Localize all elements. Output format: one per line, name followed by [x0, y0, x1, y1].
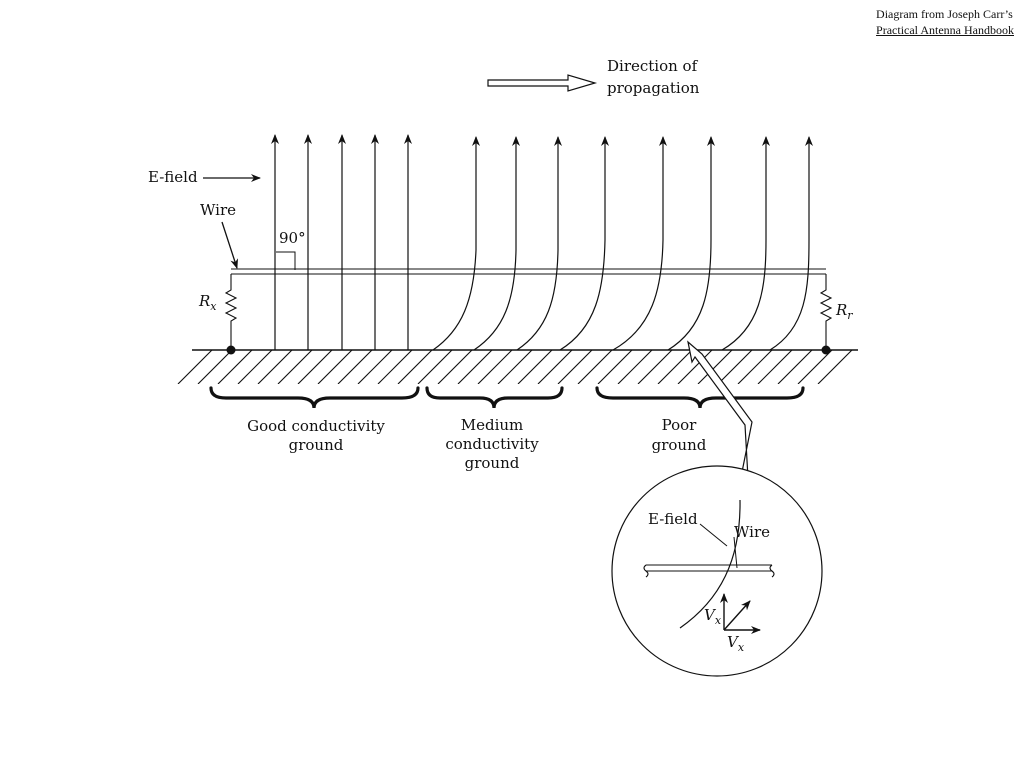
- source-credit: Diagram from Joseph Carr’s Practical Ant…: [876, 6, 1014, 38]
- inset-wire-leader: [733, 536, 738, 569]
- efield-line: [612, 136, 667, 351]
- region-braces: [209, 386, 805, 409]
- svg-text:Good conductivity: Good conductivity: [247, 417, 385, 435]
- right-angle-label: 90°: [279, 229, 306, 247]
- brace-medium-ground: [425, 386, 564, 409]
- efield-line: [769, 136, 813, 351]
- efield-line: [432, 136, 480, 351]
- right-angle-mark: [276, 251, 296, 270]
- inset-vectors: [720, 593, 761, 634]
- direction-label-line1: Direction of: [607, 57, 699, 75]
- inset-wire-label: Wire: [734, 523, 770, 541]
- direction-label-line2: propagation: [607, 79, 700, 97]
- svg-text:conductivity: conductivity: [445, 435, 539, 453]
- wire-label: Wire: [200, 201, 236, 219]
- rx-resistor: [224, 274, 238, 349]
- svg-text:Medium: Medium: [461, 416, 524, 434]
- efield-line: [516, 136, 562, 351]
- credit-line-1: Diagram from Joseph Carr’s: [876, 7, 1013, 21]
- wire-pointer-arrow: [221, 221, 239, 269]
- ground-terminal-left: [226, 345, 236, 355]
- inset-magnifier: E-field Wire Vx Vx: [611, 465, 823, 677]
- region-label-poor: Poor ground: [652, 416, 707, 454]
- propagation-arrow: [487, 74, 598, 92]
- rr-resistor: [819, 274, 833, 349]
- inset-vx-label-lower: Vx: [727, 633, 745, 654]
- inset-efield-label: E-field: [648, 510, 698, 528]
- brace-poor-ground: [595, 386, 805, 409]
- region-label-medium: Medium conductivity ground: [445, 416, 539, 472]
- svg-text:Poor: Poor: [662, 416, 698, 434]
- efield-lines-medium-ground: [432, 136, 562, 351]
- inset-wire: [643, 564, 775, 578]
- efield-lines-good-ground: [271, 134, 412, 350]
- brace-good-ground: [209, 386, 420, 409]
- svg-text:ground: ground: [652, 436, 707, 454]
- rr-label: Rr: [835, 301, 853, 322]
- inset-efield-leader: [699, 523, 728, 547]
- efield-line: [667, 136, 715, 351]
- efield-lines-poor-ground: [559, 136, 813, 351]
- efield-label: E-field: [148, 168, 198, 186]
- efield-line: [721, 136, 770, 351]
- svg-text:ground: ground: [465, 454, 520, 472]
- antenna-wire: [231, 268, 826, 275]
- efield-line: [473, 136, 520, 351]
- efield-line: [559, 136, 609, 351]
- svg-text:ground: ground: [289, 436, 344, 454]
- inset-vx-label-upper: Vx: [704, 606, 722, 627]
- callout-pointer: [687, 340, 753, 479]
- ground-terminal-right: [821, 345, 831, 355]
- resultant-vector: [723, 600, 751, 631]
- ground-hatching: [177, 350, 853, 384]
- region-label-good: Good conductivity ground: [247, 417, 385, 454]
- rx-label: Rx: [198, 292, 217, 313]
- inset-efield-line: [679, 499, 741, 629]
- credit-book-title: Practical Antenna Handbook: [876, 23, 1014, 37]
